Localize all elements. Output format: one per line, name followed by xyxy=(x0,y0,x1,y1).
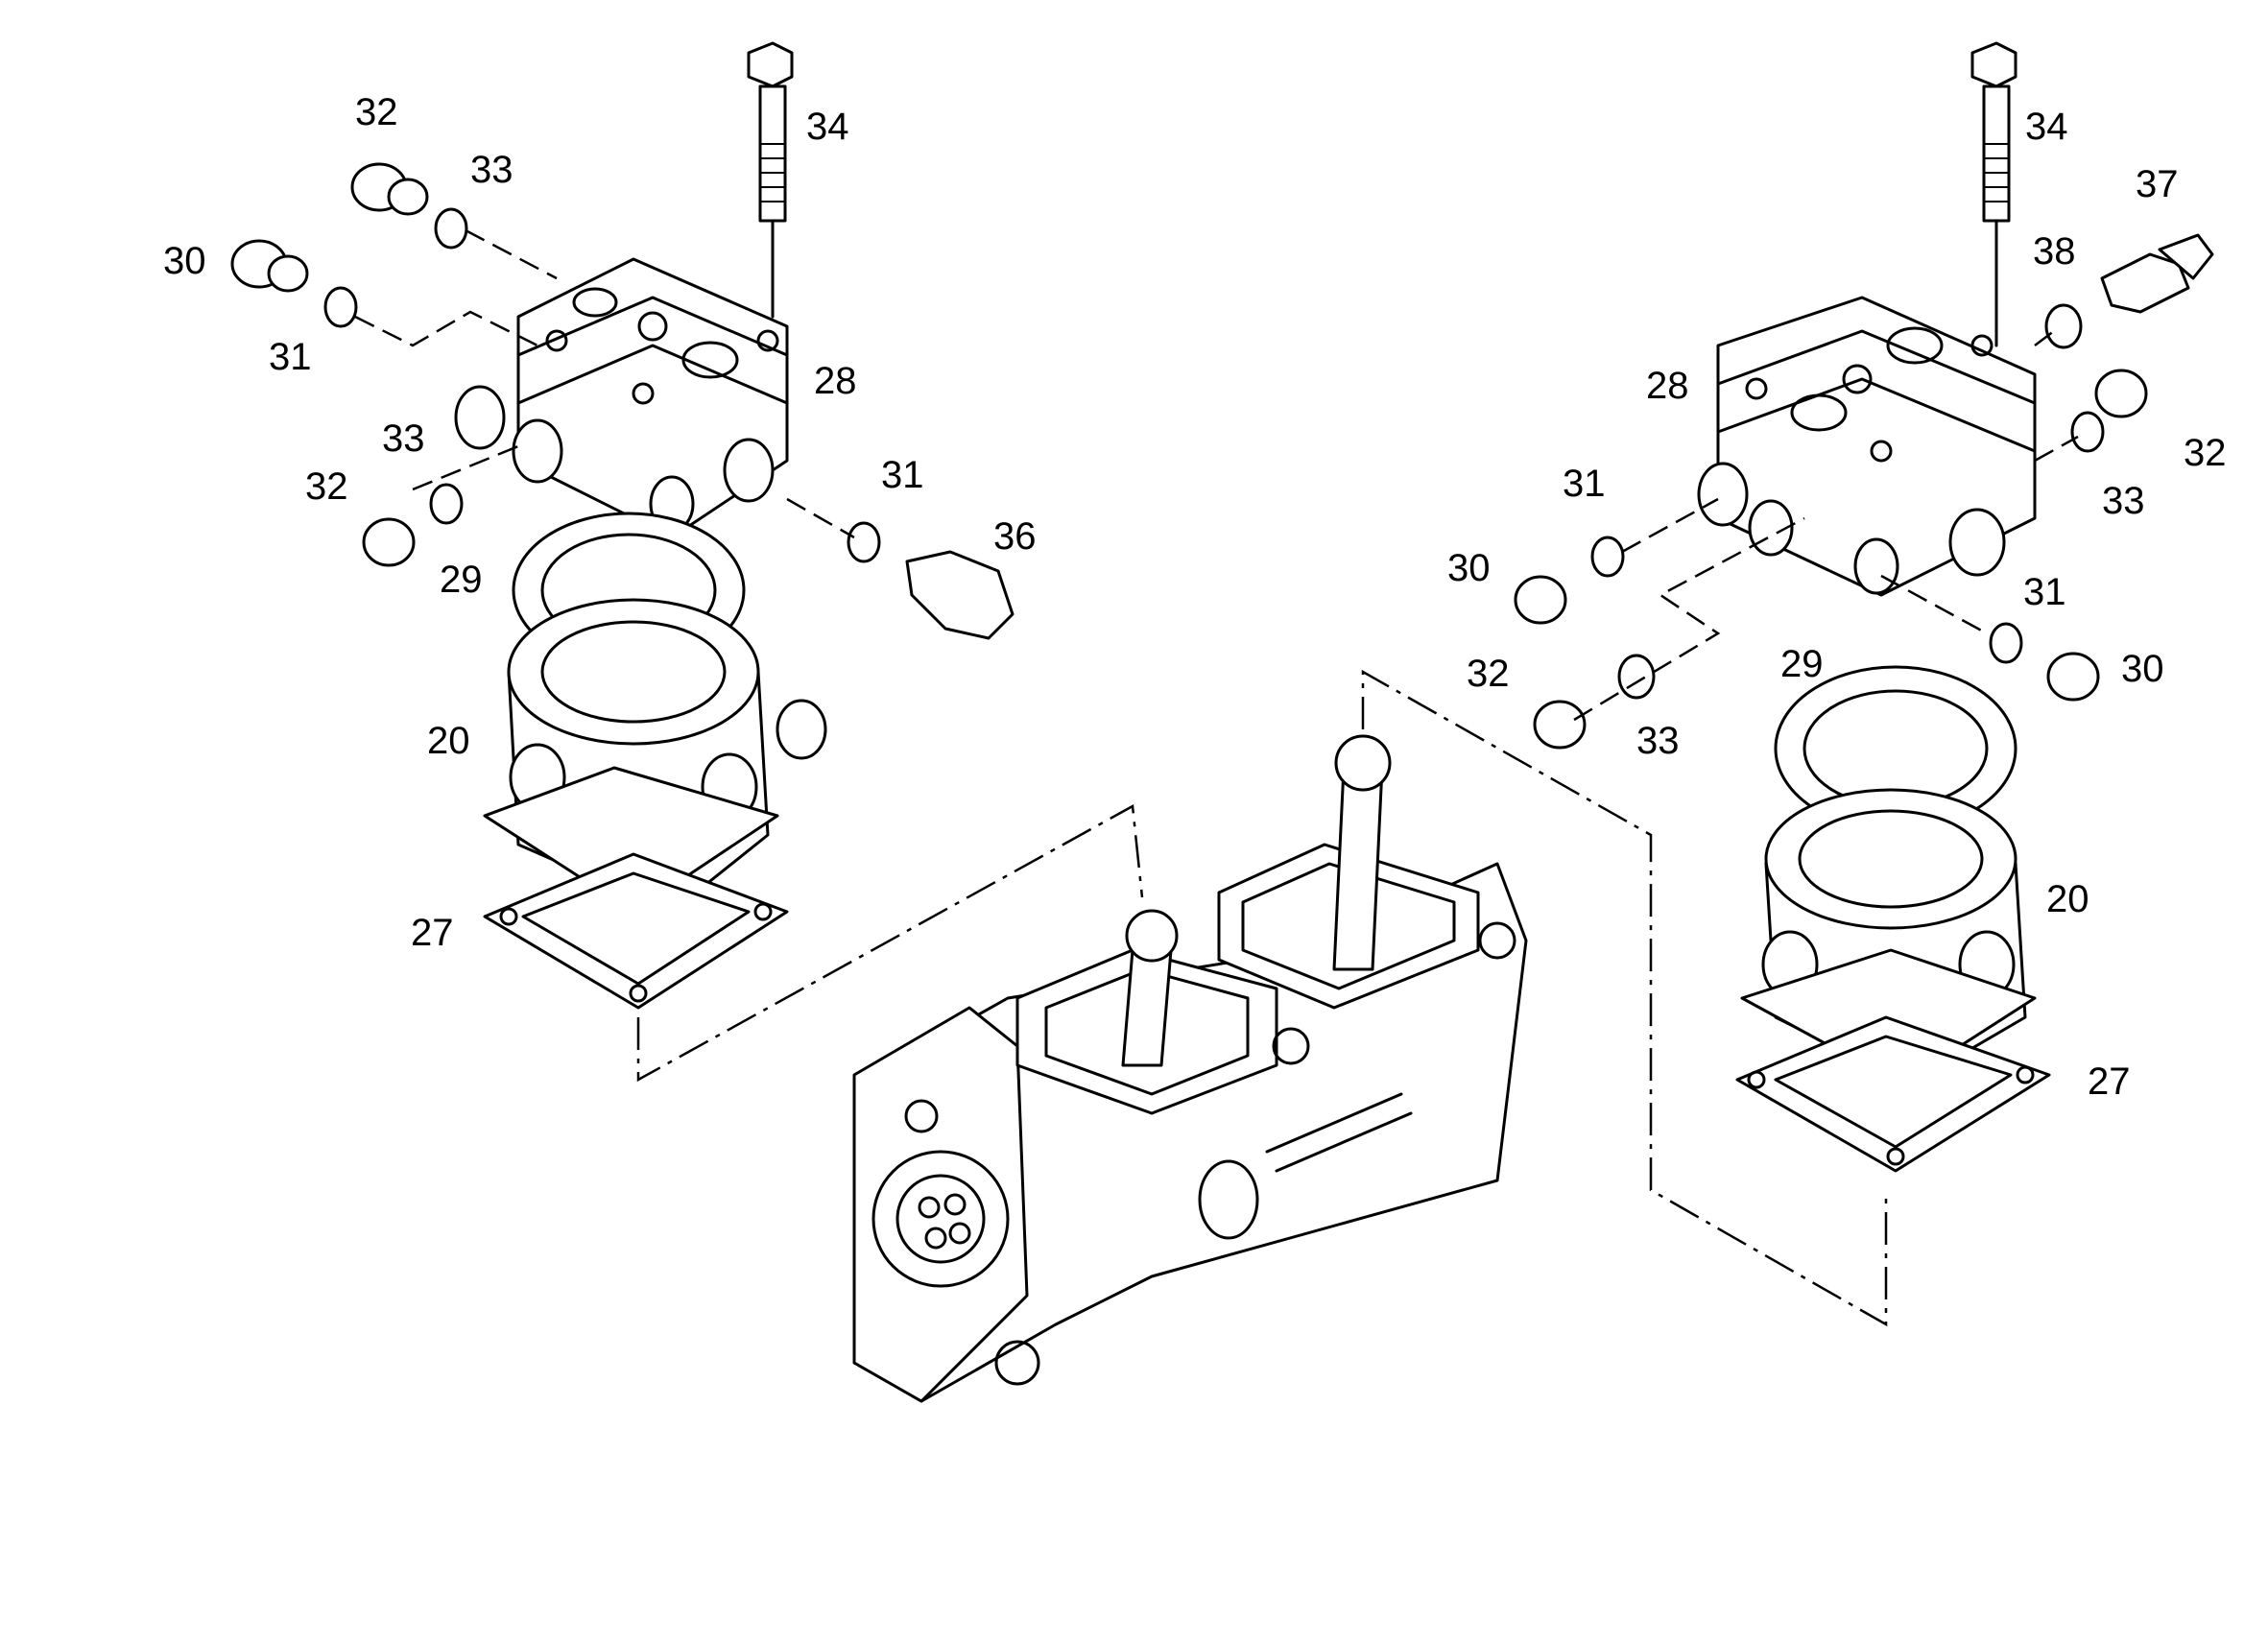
crankcase xyxy=(852,734,1528,1403)
callout-l33a: 33 xyxy=(470,149,513,191)
right-head-gasket xyxy=(1774,665,2017,832)
callout-l28: 28 xyxy=(814,360,857,402)
callout-l34: 34 xyxy=(806,106,849,148)
callout-l27: 27 xyxy=(411,912,454,954)
callout-r32b: 32 xyxy=(1467,653,1510,695)
left-fasteners xyxy=(230,41,1015,640)
callout-l29: 29 xyxy=(440,559,483,601)
assembly-lines xyxy=(354,219,2079,1327)
right-cylinder-head xyxy=(1697,296,2037,597)
callout-r31b: 31 xyxy=(2023,571,2066,613)
callout-labels: 32 33 34 30 31 28 33 32 29 31 36 20 27 3… xyxy=(163,91,2227,1103)
callout-l20: 20 xyxy=(427,720,470,762)
callout-l32b: 32 xyxy=(305,465,348,508)
callout-r38: 38 xyxy=(2033,230,2076,273)
callout-r30a: 30 xyxy=(1447,547,1491,589)
callout-r20: 20 xyxy=(2046,878,2089,920)
callout-r31a: 31 xyxy=(1563,463,1606,505)
callout-r32a: 32 xyxy=(2184,432,2227,474)
callout-r34: 34 xyxy=(2025,106,2068,148)
callout-r29: 29 xyxy=(1780,643,1824,685)
callout-r33a: 33 xyxy=(2102,480,2145,522)
callout-r27: 27 xyxy=(2088,1060,2131,1103)
right-base-gasket xyxy=(1735,1015,2051,1173)
callout-r37: 37 xyxy=(2136,163,2179,205)
callout-l31b: 31 xyxy=(881,454,924,496)
callout-l31a: 31 xyxy=(269,336,312,378)
callout-r28: 28 xyxy=(1646,365,1689,407)
right-fasteners xyxy=(1514,41,2214,750)
callout-l33b: 33 xyxy=(382,417,425,460)
left-cylinder xyxy=(483,598,827,914)
left-cylinder-head xyxy=(454,257,789,539)
callout-l32a: 32 xyxy=(355,91,398,133)
callout-r30b: 30 xyxy=(2121,648,2164,690)
callout-r33b: 33 xyxy=(1636,720,1680,762)
callout-l30a: 30 xyxy=(163,240,206,282)
left-base-gasket xyxy=(483,852,789,1010)
callout-l36: 36 xyxy=(993,515,1037,558)
